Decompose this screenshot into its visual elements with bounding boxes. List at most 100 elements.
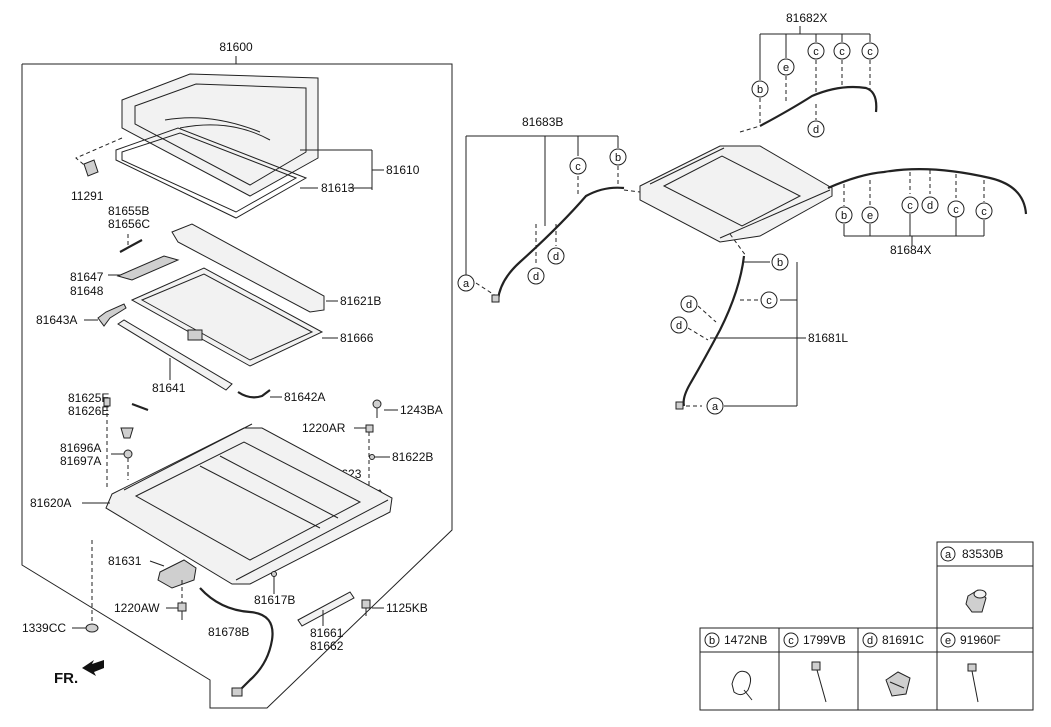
letter-c-3: c (867, 46, 873, 58)
callout-81620A: 81620A (30, 496, 71, 510)
circle-c-81682X-2 (833, 42, 851, 60)
callout-81683B: 81683B (522, 115, 563, 129)
letter-c-4: c (575, 161, 581, 173)
front-arrow-icon (82, 660, 104, 676)
circle-d-81683B-1 (547, 247, 565, 265)
plug-1339CC: 1339CC (22, 540, 99, 635)
clip-loop-icon (731, 670, 753, 701)
callout-81681L: 81681L (808, 331, 848, 345)
circle-d-81681L-1 (680, 295, 698, 313)
cable-tie-icon (811, 661, 827, 703)
letter-d-2: d (553, 251, 559, 263)
hose-81683B: 81683B (465, 115, 641, 301)
legend-d-part: 81691C (882, 633, 924, 647)
clip-11291: 11291 (71, 137, 123, 203)
cable-81655B: 81655B 81656C (108, 204, 150, 253)
circle-a-81681L (706, 397, 724, 415)
circle-d-81681L-2 (670, 316, 688, 334)
callout-81682X: 81682X (786, 11, 827, 25)
callout-81666: 81666 (340, 331, 374, 345)
letter-c-1: c (813, 46, 819, 58)
circle-c-81684X-3 (975, 202, 993, 220)
legend-c-part: 1799VB (803, 633, 846, 647)
front-indicator: FR. (54, 660, 104, 687)
letter-b-4: b (777, 257, 783, 269)
front-label: FR. (54, 670, 78, 687)
legend-letter-a: a (945, 549, 952, 561)
part-81661: 81661 81662 (297, 591, 355, 653)
bracket-81647: 81647 81648 (70, 255, 180, 298)
circle-c-81682X-3 (861, 42, 879, 60)
callout-81625E: 81625E (68, 391, 109, 405)
hose-81684X: 81684X (827, 167, 1028, 257)
letter-b-2: b (615, 152, 621, 164)
callout-81662: 81662 (310, 639, 344, 653)
callout-81696A: 81696A (60, 441, 101, 455)
letter-b-1: b (757, 84, 763, 96)
letter-e-2: e (867, 210, 873, 222)
circle-a-81683B (457, 274, 475, 292)
callout-1220AR: 1220AR (302, 421, 346, 435)
sunroof-frame: 81620A (30, 423, 393, 585)
callout-81678B: 81678B (208, 625, 249, 639)
circle-b-81681L (771, 253, 789, 271)
part-81617B: 81617B (254, 571, 295, 607)
callout-81697A: 81697A (60, 454, 101, 468)
callout-81655B: 81655B (108, 204, 149, 218)
roller-81641: 81641 (117, 319, 233, 395)
letter-d-3: d (533, 271, 539, 283)
connector-a-left (491, 294, 500, 303)
screw-1243BA: 1243BA (372, 399, 443, 418)
letter-d-6: d (676, 320, 682, 332)
circle-d-81684X (921, 196, 939, 214)
callout-81617B: 81617B (254, 593, 295, 607)
letter-c-7: c (981, 206, 987, 218)
letter-d-4: d (927, 200, 933, 212)
part-81622B: 81622B (369, 450, 433, 464)
callout-1125KB: 1125KB (386, 601, 428, 615)
letter-c-8: c (766, 295, 772, 307)
letter-a-2: a (712, 401, 719, 413)
legend-a-part: 83530B (962, 547, 1003, 561)
circle-c-81684X-1 (901, 196, 919, 214)
letter-b-3: b (841, 210, 847, 222)
legend-table: a 83530B b 1472NB c 1799VB d 81691C e 91… (699, 541, 1034, 711)
seal-ring: 81613 (115, 127, 372, 219)
letter-c-5: c (907, 200, 913, 212)
motor-81631: 81631 (108, 554, 197, 589)
roof-frame-top (639, 145, 833, 243)
circle-c-81681L (760, 291, 778, 309)
callout-81684X: 81684X (890, 243, 931, 257)
letter-a-1: a (463, 278, 470, 290)
callout-1339CC: 1339CC (22, 621, 66, 635)
circle-b-81682X (751, 80, 769, 98)
callout-81647: 81647 (70, 270, 104, 284)
assembly-frame: 81600 (21, 40, 453, 709)
callout-81648: 81648 (70, 284, 104, 298)
letter-c-6: c (953, 204, 959, 216)
callout-81613: 81613 (321, 181, 355, 195)
legend-e-part: 91960F (960, 633, 1001, 647)
legend-letter-c: c (788, 635, 794, 647)
hose-clamp-icon (965, 589, 987, 613)
part-81643A: 81643A (36, 303, 127, 327)
connector-a-right (675, 401, 684, 410)
glass-panel: 81610 (121, 73, 420, 197)
letter-d-1: d (813, 124, 819, 136)
callout-81641: 81641 (152, 381, 186, 395)
tie-icon (967, 663, 979, 703)
hose-81681L: 81681L (682, 233, 848, 407)
assembly-label: 81600 (219, 40, 253, 54)
circle-e-81682X (777, 58, 795, 76)
legend-letter-b: b (709, 635, 715, 647)
harness-81678B: 81678B (199, 587, 274, 697)
legend-letter-e: e (945, 635, 951, 647)
part-81625E: 81625E 81626E (68, 391, 149, 490)
circle-d-81682X (807, 120, 825, 138)
letter-d-5: d (686, 299, 692, 311)
circle-b-81683B (609, 148, 627, 166)
letter-circles: b e c c c d c b d d a b e c d c c b (457, 42, 993, 415)
callout-81622B: 81622B (392, 450, 433, 464)
circle-c-81682X-1 (807, 42, 825, 60)
